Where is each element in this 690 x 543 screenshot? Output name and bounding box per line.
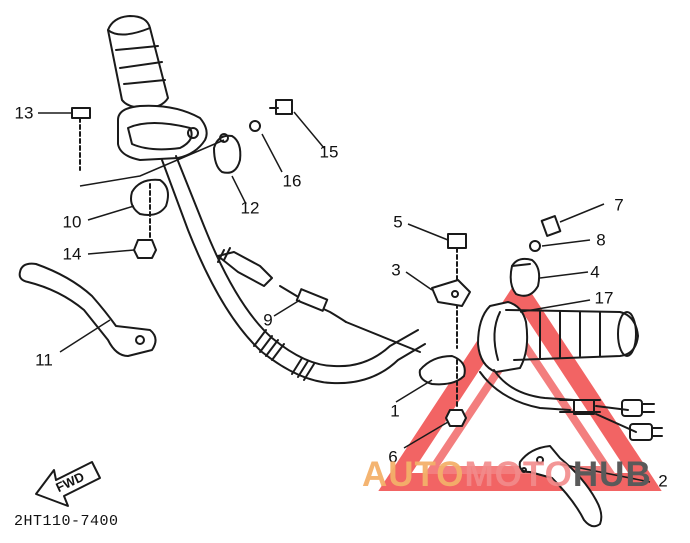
right-throttle-assembly xyxy=(477,301,663,441)
watermark-part-b: MOTO xyxy=(464,455,573,494)
holder-4 xyxy=(509,257,541,297)
watermark-part-a: AUTO xyxy=(362,455,465,494)
callout-8: 8 xyxy=(596,230,606,250)
brake-lever xyxy=(518,445,603,528)
holder-3 xyxy=(431,279,471,307)
leader-lines xyxy=(38,111,651,483)
bolt-15 xyxy=(269,99,293,115)
handlebar xyxy=(161,155,426,385)
watermark-part-c: HUB xyxy=(572,455,652,494)
watermark-triangle xyxy=(378,275,662,491)
callout-6: 6 xyxy=(388,447,398,467)
callout-7: 7 xyxy=(614,195,624,215)
callout-13: 13 xyxy=(14,103,34,123)
switch-9 xyxy=(217,247,421,353)
holder-12 xyxy=(213,133,242,174)
callout-4: 4 xyxy=(590,262,600,282)
callout-10: 10 xyxy=(62,212,82,232)
callout-14: 14 xyxy=(62,244,82,264)
bolt-13 xyxy=(71,107,91,171)
callout-16: 16 xyxy=(282,171,302,191)
callout-15: 15 xyxy=(319,142,339,162)
clutch-lever xyxy=(18,262,157,357)
callout-17: 17 xyxy=(594,288,614,308)
callout-9: 9 xyxy=(263,310,273,330)
left-grip xyxy=(107,15,169,109)
part-code: 2HT110-7400 xyxy=(14,513,119,530)
bracket-10 xyxy=(130,178,169,241)
bolt-7 xyxy=(540,215,562,237)
callout-2: 2 xyxy=(658,471,668,491)
fwd-arrow xyxy=(35,461,101,507)
watermark-text: AUTOMOTOHUB xyxy=(362,455,652,495)
callout-11: 11 xyxy=(35,350,53,370)
left-switch-housing xyxy=(117,104,208,161)
washer-16 xyxy=(249,120,261,132)
callout-12: 12 xyxy=(240,198,260,218)
nut-6 xyxy=(445,409,467,427)
nut-14 xyxy=(133,239,157,259)
washer-8 xyxy=(529,240,541,252)
clamp-1 xyxy=(418,355,466,386)
callout-5: 5 xyxy=(393,212,403,232)
callout-3: 3 xyxy=(391,260,401,280)
callout-1: 1 xyxy=(390,401,400,421)
